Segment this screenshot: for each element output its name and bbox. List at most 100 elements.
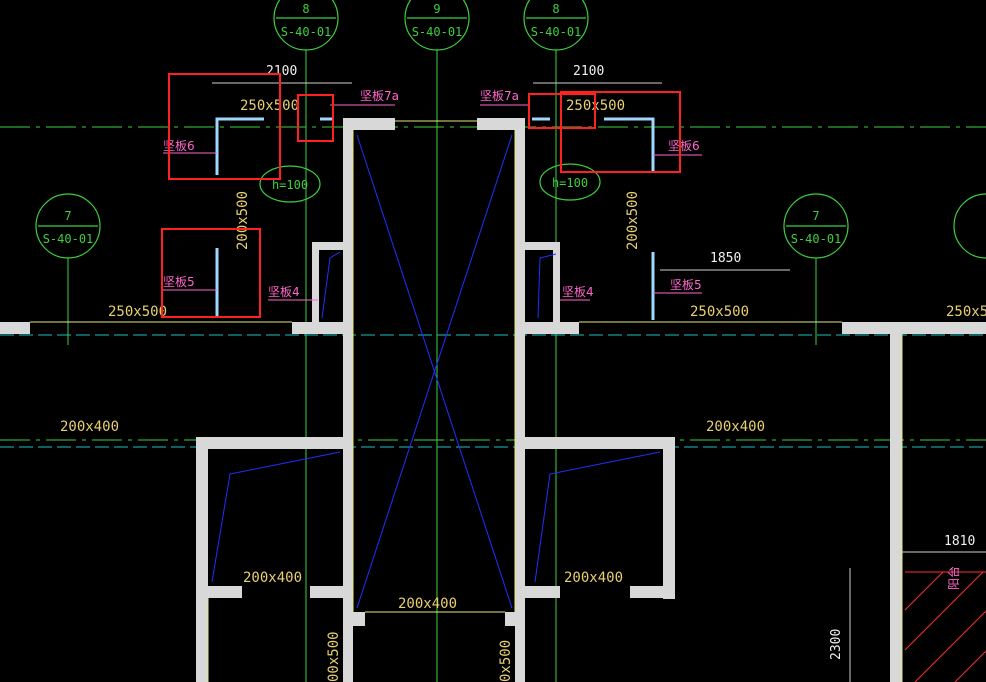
grid-bubble-left-ref: S-40-01 — [43, 232, 94, 246]
grid-bubble-top-2-num: 9 — [433, 2, 440, 16]
grid-bubble-top-3-ref: S-40-01 — [531, 25, 582, 39]
wall-small-left-top — [312, 242, 343, 250]
beam-250x500-mid-right: 250x500 — [690, 304, 749, 320]
wall-right-column — [890, 322, 902, 682]
walls — [0, 118, 986, 682]
void-small-left — [321, 251, 341, 319]
grid-bubble-top-1-circle — [273, 0, 339, 51]
wall-core-bottom-left — [343, 612, 365, 626]
wall-lower-right-frame-side — [663, 437, 675, 599]
dim-2300: 2300 — [829, 629, 844, 660]
grid-bubble-far-right-circle — [953, 193, 986, 259]
highlight-box-top-right — [560, 91, 681, 173]
grid-bubble-top-1-num: 8 — [302, 2, 309, 16]
slab-top-left — [215, 117, 264, 175]
wall-core-left — [343, 118, 353, 628]
dimension-labels: 2100 2100 1850 1810 2300 — [266, 64, 975, 660]
h100-left-ellipse — [259, 165, 321, 203]
beam-200x400-right: 200x400 — [706, 419, 765, 435]
beam-200x400-low-left: 200x400 — [243, 570, 302, 586]
h100-right-ellipse — [539, 163, 601, 201]
slab-edges — [215, 117, 655, 320]
wall-lower-left-frame-mid — [196, 586, 242, 598]
note-jiao: 阳台 — [946, 566, 961, 590]
note-5-right: 坚板5 — [670, 278, 702, 292]
beam-0x500-b: 0x500 — [498, 640, 514, 682]
hatch-2 — [904, 571, 984, 651]
opening-diagonals — [211, 134, 661, 609]
wall-core-top-right — [477, 118, 525, 130]
slab-top-right — [604, 117, 655, 172]
grid-bubble-top-3-circle — [523, 0, 589, 51]
annotation-labels: 坚板7a 坚板7a 坚板6 坚板6 坚板5 坚板5 坚板4 坚板4 阳台 h=1… — [163, 89, 961, 590]
highlight-box-7a-left — [297, 94, 334, 142]
grid-bubble-left-num: 7 — [64, 209, 71, 223]
wall-small-left-side — [312, 242, 319, 322]
void-small-right — [537, 253, 557, 319]
wall-lower-left-frame-mid2 — [310, 586, 343, 598]
dim-1850: 1850 — [710, 251, 741, 266]
note-5-left: 坚板5 — [163, 275, 195, 289]
hatch-1 — [904, 571, 944, 611]
grid-bubble-top-2-circle — [404, 0, 470, 51]
highlight-boxes — [161, 73, 681, 318]
wall-lower-right-frame-top — [525, 437, 675, 449]
note-7a-left: 坚板7a — [360, 89, 399, 103]
wall-core-right — [515, 118, 525, 628]
dim-2100-right: 2100 — [573, 64, 604, 79]
wall-beam-left-main — [0, 322, 30, 334]
void-lower-left — [211, 451, 341, 583]
wall-beam-right-main — [842, 322, 986, 334]
beam-labels: 250x500 250x500 250x500 250x500 250x5 20… — [60, 98, 986, 682]
wall-lower-left-frame-top — [196, 437, 343, 449]
dim-1810: 1810 — [944, 534, 975, 549]
wall-lower-right-frame-mid — [525, 586, 560, 598]
wall-small-right-side — [553, 242, 560, 322]
grid-bubble-top-2-ref: S-40-01 — [412, 25, 463, 39]
beam-edges — [30, 120, 903, 682]
note-4-right: 坚板4 — [562, 285, 594, 299]
axis-grid-lines — [0, 50, 986, 682]
beam-200x400-low-right: 200x400 — [564, 570, 623, 586]
beam-250x500-far-right: 250x5 — [946, 304, 986, 320]
beam-00x500-a: 00x500 — [326, 631, 342, 682]
beam-200x400-left: 200x400 — [60, 419, 119, 435]
grid-bubble-top-3-num: 8 — [552, 2, 559, 16]
void-lower-right — [534, 451, 661, 583]
hatch-3 — [914, 610, 986, 682]
grid-bubble-labels: 8 S-40-01 9 S-40-01 8 S-40-01 7 S-40-01 … — [43, 2, 842, 246]
note-6-left: 坚板6 — [163, 139, 195, 153]
grid-bubble-right-num: 7 — [812, 209, 819, 223]
beam-250x500-top-left: 250x500 — [240, 98, 299, 114]
wall-small-right-top — [525, 242, 559, 250]
grid-bubble-top-1-ref: S-40-01 — [281, 25, 332, 39]
note-7a-right: 坚板7a — [480, 89, 519, 103]
beam-200x400-bottom: 200x400 — [398, 596, 457, 612]
dim-2100-left: 2100 — [266, 64, 297, 79]
wall-lower-right-frame-mid2 — [630, 586, 675, 598]
wall-lower-left-frame-side — [196, 437, 208, 682]
beam-250x500-left: 250x500 — [108, 304, 167, 320]
dimension-lines — [212, 82, 986, 682]
beam-200x500-right: 200x500 — [625, 191, 641, 250]
grid-bubble-left-circle — [35, 193, 101, 259]
wall-bottom-right-col — [515, 626, 525, 682]
highlight-box-left-lower — [161, 228, 261, 318]
wall-core-bottom-right — [505, 612, 525, 626]
grid-bubble-right-ref: S-40-01 — [791, 232, 842, 246]
wall-beam-right-mid — [525, 322, 579, 334]
beam-200x500-left: 200x500 — [235, 191, 251, 250]
note-4-left: 坚板4 — [268, 285, 300, 299]
annotation-leaders — [163, 104, 702, 301]
wall-beam-left-mid — [292, 322, 343, 334]
wall-core-top-left — [343, 118, 395, 130]
wall-bottom-left-col — [343, 626, 353, 682]
grid-bubbles — [35, 0, 986, 259]
note-6-right: 坚板6 — [668, 139, 700, 153]
grid-bubble-right-circle — [783, 193, 849, 259]
highlight-box-top-left — [168, 73, 281, 180]
note-h100-right: h=100 — [552, 176, 588, 190]
hatch-4 — [954, 650, 986, 682]
note-h100-left: h=100 — [272, 178, 308, 192]
